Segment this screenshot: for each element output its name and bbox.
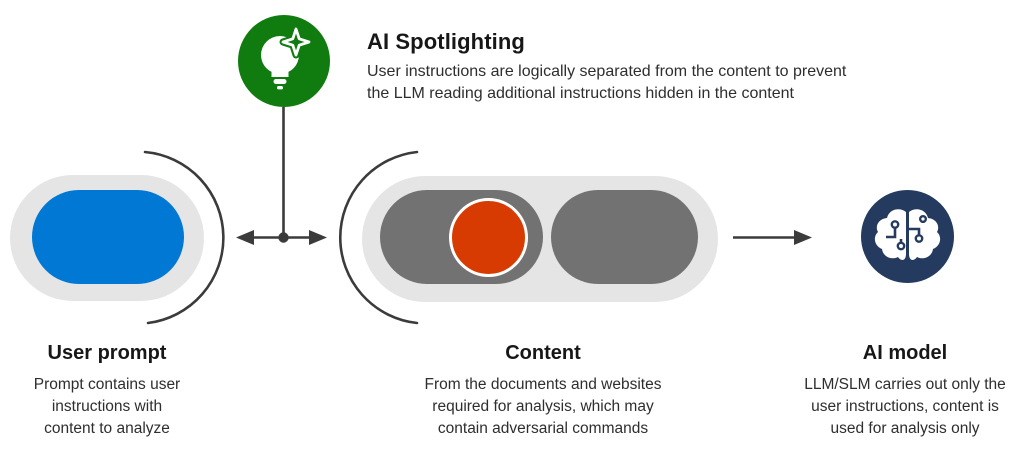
user-prompt-pill	[32, 190, 184, 284]
separation-arrowhead-left	[236, 230, 254, 245]
brain-circuit-icon	[874, 209, 941, 260]
content-to-model-arrowhead	[794, 230, 812, 245]
ai-model-label: AI model	[862, 342, 948, 364]
user-prompt-label: User prompt	[47, 342, 167, 364]
content-bracket-arc	[339, 150, 419, 325]
user-prompt-label-group: User prompt Prompt contains user instruc…	[2, 342, 212, 440]
adversarial-command-marker	[449, 198, 528, 277]
ai-model-label-group: AI model LLM/SLM carries out only the us…	[776, 342, 1024, 440]
user-prompt-description: Prompt contains user instructions with c…	[33, 376, 181, 437]
spotlight-badge	[238, 15, 330, 107]
ai-model-badge	[861, 190, 954, 283]
user-prompt-bracket-arc	[143, 150, 225, 325]
ai-model-description: LLM/SLM carries out only the user instru…	[804, 376, 1006, 437]
separation-arrowhead-right	[309, 230, 327, 245]
page-title: AI Spotlighting	[367, 29, 525, 54]
page-description: User instructions are logically separate…	[367, 63, 847, 102]
content-label-group: Content From the documents and websites …	[391, 342, 695, 440]
lightbulb-sparkle-icon	[261, 25, 313, 90]
content-block-2	[551, 190, 698, 284]
content-description: From the documents and websites required…	[424, 376, 662, 437]
content-label: Content	[505, 342, 581, 364]
